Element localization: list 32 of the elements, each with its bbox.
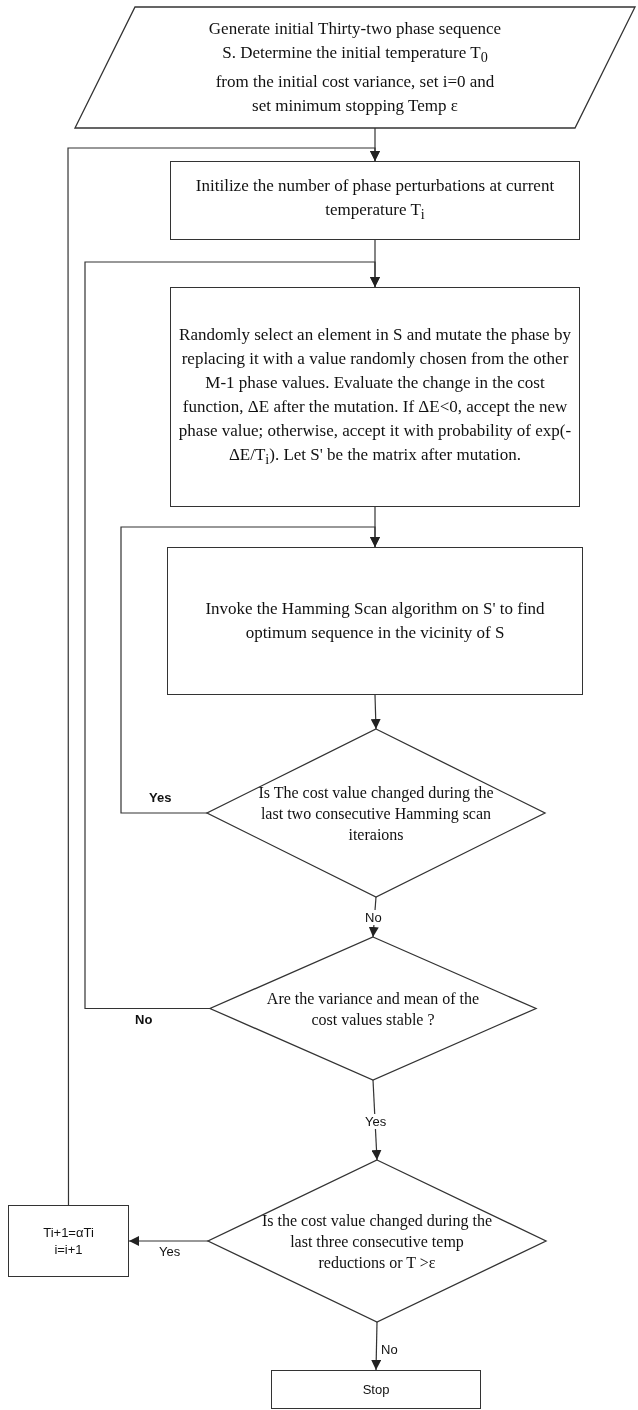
edge-label: Yes <box>364 1114 388 1129</box>
edge-label: Yes <box>148 790 173 805</box>
arrow <box>371 1321 382 1371</box>
decision-text: Is The cost value changed during the last two consecutive Hamming scan iteraions <box>258 782 494 845</box>
step-text: Generate initial Thirty-two phase sequence S. Determine the initial temperature T$_{0}$ from the initial cost variance, set i=0 and set minimum stopping Temp ε <box>207 18 503 117</box>
arrow <box>120 526 380 814</box>
arrow <box>67 147 380 1206</box>
step-text: Initilize the number of phase perturbations at current temperature T$_{i}$ <box>194 175 556 225</box>
process-box <box>170 287 580 507</box>
edge-label: No <box>134 1012 154 1027</box>
step-text: Randomly select an element in S and mutate the phase by replacing it with a value randomly chosen from the other M-1 phase values. Evaluate the change in the cost function, ΔE after the mutation. If ΔE<0, accept the new phase value; otherwise, accept it with probability of exp(-ΔE/T$_{i}$). Let S' be the matrix after mutation. <box>177 323 573 470</box>
process-box <box>170 161 580 240</box>
step-text: Stop <box>361 1381 391 1398</box>
step-text: Invoke the Hamming Scan algorithm on S' to find optimum sequence in the vicinity of S <box>204 598 546 644</box>
decision-diamond <box>207 729 545 897</box>
edge-label: Yes <box>158 1244 182 1259</box>
process-box <box>167 547 583 695</box>
decision-diamond <box>210 937 536 1080</box>
arrow <box>84 261 380 1010</box>
terminal-box <box>271 1370 481 1409</box>
process-box <box>8 1205 129 1277</box>
edge-label: No <box>364 910 383 925</box>
arrow <box>371 1079 382 1161</box>
arrow <box>128 1236 209 1246</box>
decision-text: Are the variance and mean of the cost values stable ? <box>265 988 481 1030</box>
input-parallelogram <box>75 7 635 128</box>
step-text: Ti+1=αTi i=i+1 <box>42 1224 95 1258</box>
arrow <box>370 694 381 730</box>
arrow <box>368 896 379 938</box>
decision-text: Is the cost value changed during the last three consecutive temp reductions or T >ε <box>260 1210 494 1273</box>
edge-label: No <box>380 1342 399 1357</box>
decision-diamond <box>208 1160 546 1322</box>
